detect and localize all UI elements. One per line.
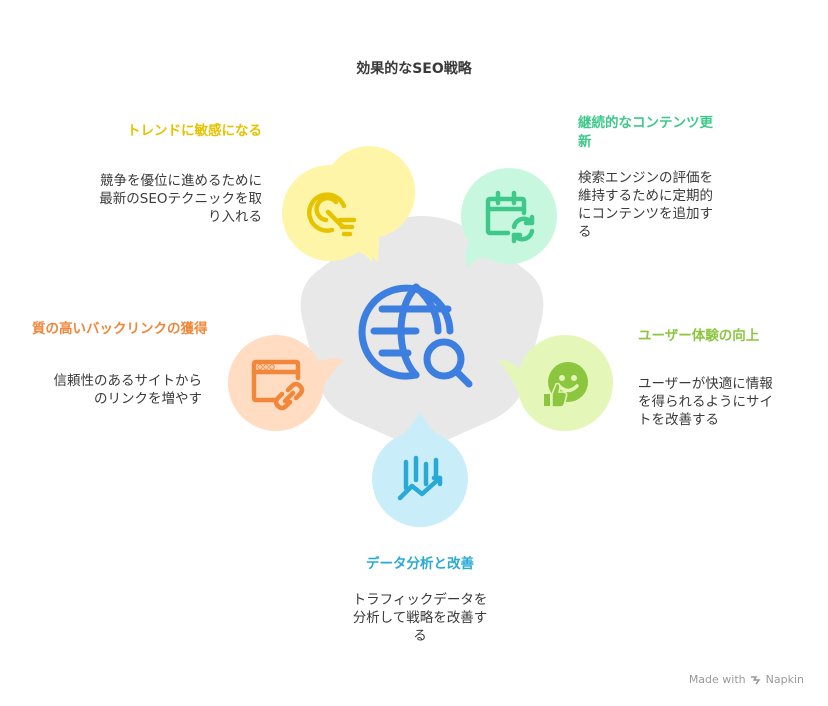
petal-trend [282, 146, 416, 262]
heading-ux: ユーザー体験の向上 [638, 328, 760, 344]
desc-trend-line-3: り入れる [208, 209, 262, 225]
desc-content-line-3: にコンテンツを追加す [578, 206, 713, 222]
browser-link-icon [251, 359, 305, 411]
petal-content [461, 168, 557, 268]
desc-backlink: 信頼性のあるサイトから のリンクを増やす [54, 372, 203, 408]
desc-trend-line-2: 最新のSEOテクニックを取 [99, 191, 262, 207]
desc-data: トラフィックデータを 分析して戦略を改善す る [320, 591, 520, 645]
desc-data-line-3: る [413, 628, 427, 644]
calendar-refresh-icon [485, 190, 535, 244]
desc-content-line-2: 維持するために定期的 [578, 188, 713, 204]
desc-data-line-2: 分析して戦略を改善す [352, 610, 488, 626]
petal-backlink [228, 335, 344, 431]
desc-ux-line-3: トを改善する [638, 412, 719, 428]
heading-trend: トレンドに敏感になる [127, 123, 262, 139]
desc-content-line-4: る [578, 224, 592, 240]
globe-search-icon [358, 283, 473, 388]
radar-trend-icon [307, 192, 357, 237]
heading-content-line-1: 継続的なコンテンツ更 [578, 115, 713, 131]
watermark-prefix: Made with [688, 673, 746, 686]
desc-trend: 競争を優位に進めるために 最新のSEOテクニックを取 り入れる [99, 172, 262, 226]
napkin-watermark[interactable]: Made with Napkin [689, 673, 804, 686]
center-pentagon [300, 216, 544, 448]
desc-ux-line-1: ユーザーが快適に情報 [638, 376, 773, 392]
analytics-trend-icon [397, 455, 443, 501]
desc-content-line-1: 検索エンジンの評価を [578, 170, 713, 186]
petal-data [372, 410, 468, 527]
desc-backlink-line-1: 信頼性のあるサイトから [53, 373, 203, 389]
heading-backlink: 質の高いバックリンクの獲得 [32, 321, 208, 337]
watermark-brand: Napkin [765, 673, 804, 686]
desc-trend-line-1: 競争を優位に進めるために [100, 173, 262, 189]
heading-content-line-2: 新 [578, 134, 592, 150]
desc-content: 検索エンジンの評価を 維持するために定期的 にコンテンツを追加す る [578, 169, 713, 241]
desc-ux: ユーザーが快適に情報 を得られるようにサイ トを改善する [638, 375, 773, 429]
desc-data-line-1: トラフィックデータを [352, 592, 488, 608]
petal-ux [498, 335, 613, 431]
napkin-logo-icon [750, 675, 761, 684]
desc-ux-line-2: を得られるようにサイ [638, 394, 773, 410]
heading-content: 継続的なコンテンツ更 新 [578, 114, 713, 152]
diagram-title: 効果的なSEO戦略 [356, 61, 472, 77]
heading-data: データ分析と改善 [366, 556, 474, 572]
smile-thumbs-up-icon [544, 362, 588, 408]
desc-backlink-line-2: のリンクを増やす [94, 391, 202, 407]
